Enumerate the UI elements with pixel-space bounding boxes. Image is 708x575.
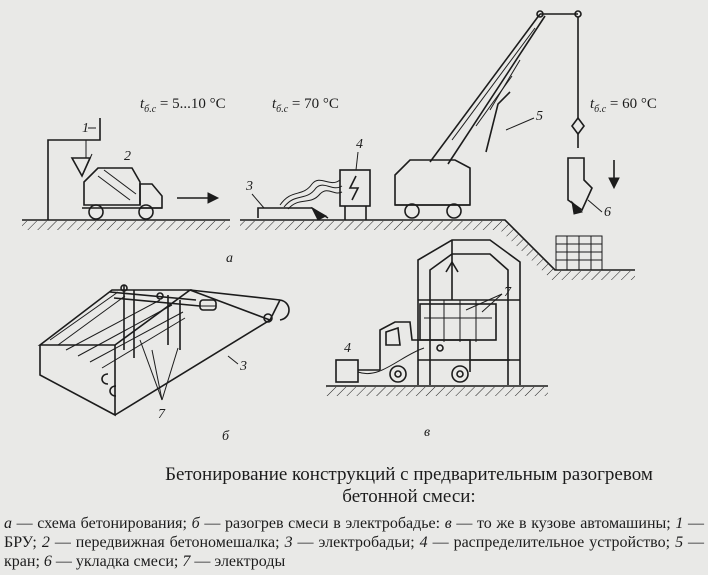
temp-label-2: tб.с = 70 °С [272, 96, 339, 115]
caption-title-line-2: бетонной смеси: [342, 486, 476, 507]
flow-arrow [177, 192, 220, 204]
legend-entry: 3 — электробадьи; [284, 534, 420, 551]
panel-label-a: а [226, 251, 233, 266]
label-7-panel-v: 7 [504, 285, 512, 300]
caption-legend: а — схема бетонирования; б — разогрев см… [4, 514, 704, 571]
legend-entry: а — схема бетонирования; [4, 515, 192, 532]
temp-label-3: tб.с = 60 °С [590, 96, 657, 115]
bru-plant [47, 118, 101, 220]
legend-entry: б — разогрев смеси в электробадье: [191, 515, 445, 532]
legend-entry: 1 — БРУ; [4, 515, 705, 551]
ground-left [22, 219, 230, 230]
panel-v-truck-heating: 7 4 в [326, 239, 548, 440]
bucket-placing [567, 157, 620, 215]
figure-caption: Бетонирование конструкций с предваритель… [0, 458, 708, 575]
legend-entry: 4 — распределительное устройство; [419, 534, 676, 551]
panel-a-scheme: tб.с = 5...10 °С tб.с = 70 °С tб.с = 60 … [22, 10, 657, 280]
label-1: 1 [82, 121, 89, 136]
label-3-panel-b: 3 [239, 359, 247, 374]
panel-label-b: б [222, 429, 230, 444]
legend-entry: 2 — передвижная бетономешалка; [41, 534, 285, 551]
legend-entry: 5 — кран; [4, 534, 705, 570]
legend-entry: 6 — укладка смеси; [43, 553, 183, 570]
steam-waves [279, 179, 343, 210]
temp-label-1: tб.с = 5...10 °С [140, 96, 226, 115]
panel-label-v: в [424, 425, 430, 440]
label-5: 5 [536, 109, 543, 124]
mixer-truck [82, 167, 163, 220]
crane [394, 10, 585, 219]
legend-entry: 7 — электроды [182, 553, 286, 570]
label-6: 6 [604, 205, 611, 220]
label-4: 4 [356, 137, 363, 152]
label-4-panel-v: 4 [344, 341, 351, 356]
label-2: 2 [124, 149, 131, 164]
caption-title-line-1: Бетонирование конструкций с предваритель… [165, 464, 653, 485]
label-7-panel-b: 7 [158, 407, 166, 422]
legend-entry: в — то же в кузове автомашины; [444, 515, 676, 532]
electric-bucket-scheme [257, 206, 329, 221]
distribution-device [339, 169, 371, 220]
block-stack [555, 235, 603, 271]
concreting-diagram: tб.с = 5...10 °С tб.с = 70 °С tб.с = 60 … [22, 10, 657, 444]
panel-b-electric-bucket: 7 3 б [37, 284, 290, 444]
caption-title: Бетонирование конструкций с предваритель… [0, 464, 708, 508]
label-3: 3 [245, 179, 253, 194]
ground-right [240, 219, 635, 280]
